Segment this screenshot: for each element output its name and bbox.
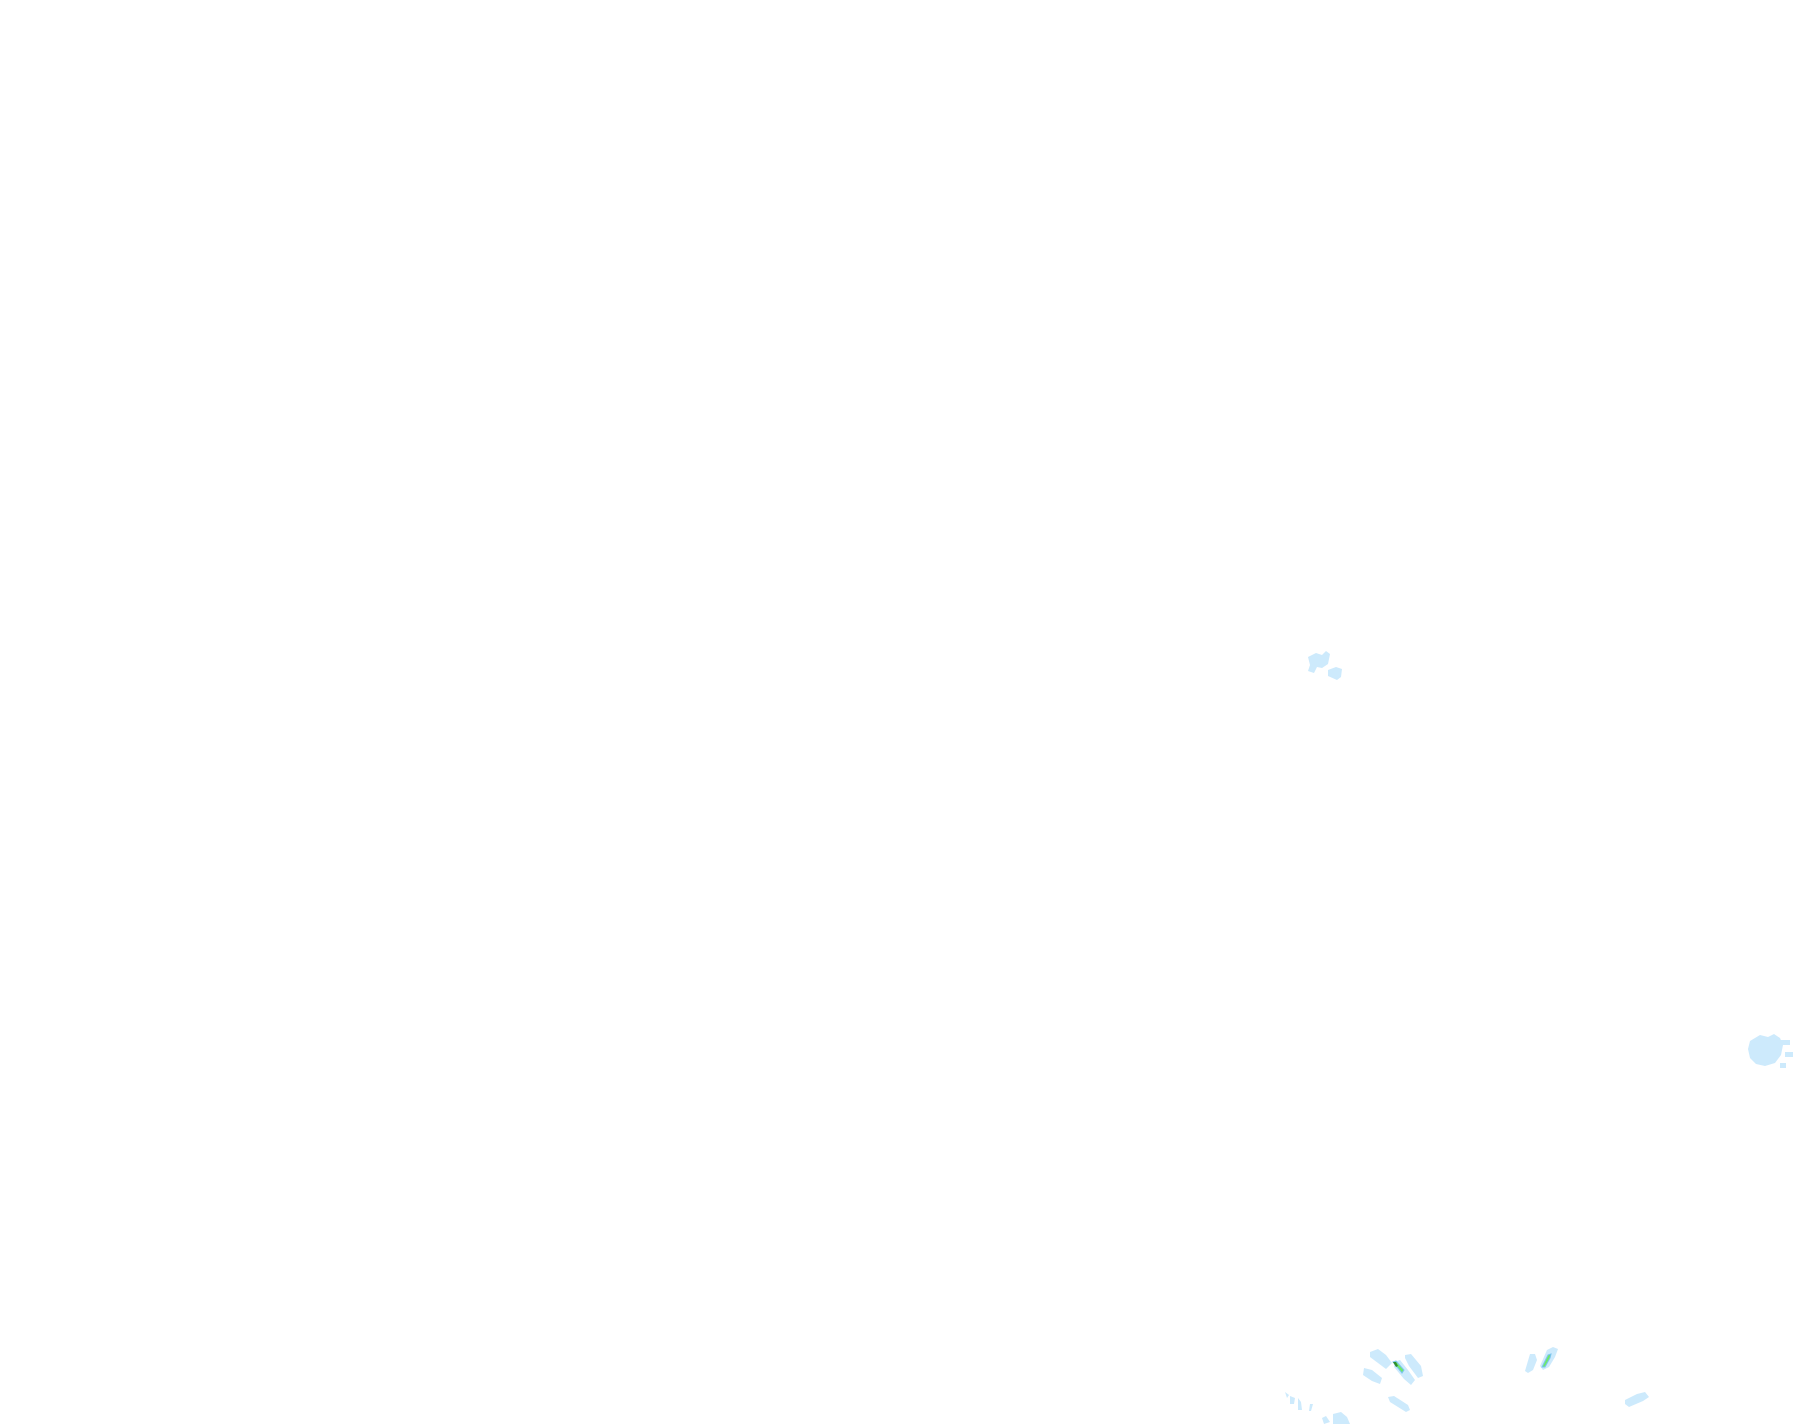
precip-cell	[1328, 667, 1342, 680]
precip-cell-group-south	[1285, 1347, 1649, 1424]
precip-cell	[1363, 1368, 1382, 1384]
precip-cell	[1308, 651, 1330, 673]
precip-cell	[1405, 1354, 1423, 1378]
precip-core	[1541, 1353, 1552, 1368]
precip-cell	[1370, 1349, 1392, 1369]
precip-cell	[1322, 1412, 1350, 1424]
precip-cell	[1285, 1392, 1313, 1411]
precip-cell-group-east	[1748, 1034, 1793, 1068]
precip-cell	[1625, 1392, 1649, 1407]
precip-cell	[1778, 1040, 1790, 1045]
precip-cell	[1748, 1034, 1783, 1066]
precip-core-heavy	[1393, 1362, 1398, 1367]
precip-cell	[1785, 1052, 1793, 1057]
precip-cell	[1525, 1354, 1537, 1373]
precip-cell	[1780, 1063, 1786, 1068]
precip-cell	[1388, 1396, 1410, 1412]
precip-cell-group-north	[1308, 651, 1342, 680]
